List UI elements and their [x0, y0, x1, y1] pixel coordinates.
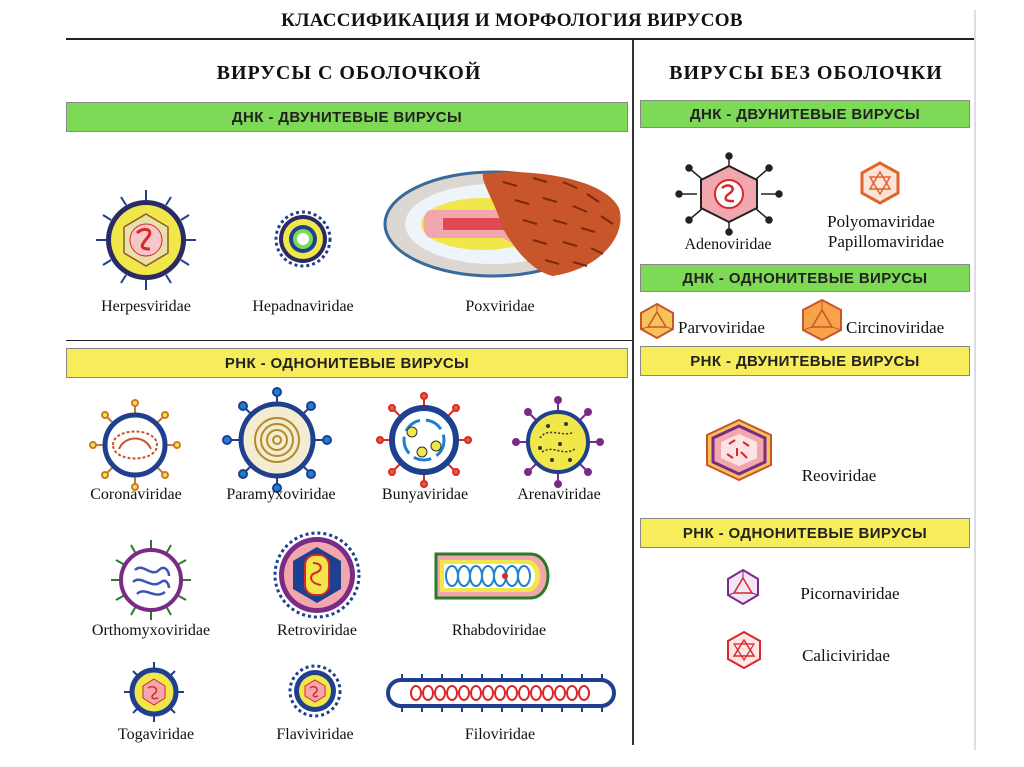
picornaviridae-label: Picornaviridae [800, 584, 900, 603]
page-title: КЛАССИФИКАЦИЯ И МОРФОЛОГИЯ ВИРУСОВ [281, 10, 743, 31]
orthomyxoviridae-illustration [111, 540, 191, 620]
filoviridae-label: Filoviridae [464, 726, 536, 743]
picornaviridae-illustration [727, 568, 759, 606]
caliciviridae-label: Caliciviridae [802, 646, 890, 665]
arenaviridae-label: Arenaviridae [517, 486, 601, 503]
column-divider [632, 40, 634, 745]
poxviridae-illustration [383, 170, 621, 278]
retroviridae-illustration [273, 531, 361, 619]
enveloped-viruses-heading: ВИРУСЫ С ОБОЛОЧКОЙ [216, 62, 482, 84]
coronaviridae-illustration [89, 399, 181, 491]
flaviviridae-illustration [288, 664, 342, 718]
hepadnaviridae-label: Hepadnaviridae [252, 298, 354, 315]
rhabdoviridae-label: Rhabdoviridae [451, 622, 547, 639]
herpesviridae-label: Herpesviridae [101, 298, 191, 315]
adenoviridae-illustration [675, 152, 783, 236]
togaviridae-illustration [124, 662, 184, 722]
adenoviridae-label: Adenoviridae [684, 236, 772, 253]
rna-single-strand-band-right: РНК - ОДНОНИТЕВЫЕ ВИРУСЫ [640, 518, 970, 548]
polyomaviridae-label: Polyomaviridae [827, 212, 935, 231]
polyomaviridae-illustration [860, 161, 900, 205]
paramyxoviridae-illustration [222, 387, 332, 493]
page-border-right [968, 10, 976, 750]
retroviridae-label: Retroviridae [277, 622, 357, 639]
arenaviridae-illustration [512, 396, 604, 488]
reoviridae-illustration [706, 418, 772, 482]
flaviviridae-label: Flaviviridae [276, 726, 354, 743]
hepadnaviridae-illustration [274, 210, 332, 268]
parvoviridae-illustration [640, 302, 674, 340]
rhabdoviridae-illustration [434, 552, 550, 600]
filoviridae-illustration [386, 674, 616, 712]
orthomyxoviridae-label: Orthomyxoviridae [91, 622, 211, 639]
section-divider-left [66, 340, 632, 341]
non-enveloped-viruses-heading: ВИРУСЫ БЕЗ ОБОЛОЧКИ [669, 62, 943, 84]
papillomaviridae-label: Papillomaviridae [827, 232, 945, 251]
parvoviridae-label: Parvoviridae [678, 318, 765, 337]
dna-double-strand-band-right: ДНК - ДВУНИТЕВЫЕ ВИРУСЫ [640, 100, 970, 128]
circinoviridae-label: Circinoviridae [846, 318, 945, 337]
dna-single-strand-band-right: ДНК - ОДНОНИТЕВЫЕ ВИРУСЫ [640, 264, 970, 292]
reoviridae-label: Reoviridae [801, 466, 877, 485]
dna-double-strand-band-left: ДНК - ДВУНИТЕВЫЕ ВИРУСЫ [66, 102, 628, 132]
herpesviridae-illustration [96, 190, 196, 290]
circinoviridae-illustration [802, 298, 842, 342]
title-divider [66, 38, 974, 40]
poxviridae-label: Poxviridae [465, 298, 535, 315]
bunyaviridae-illustration [376, 392, 472, 488]
coronaviridae-label: Coronaviridae [90, 486, 182, 503]
togaviridae-label: Togaviridae [117, 726, 195, 743]
paramyxoviridae-label: Paramyxoviridae [226, 486, 336, 503]
rna-double-strand-band-right: РНК - ДВУНИТЕВЫЕ ВИРУСЫ [640, 346, 970, 376]
caliciviridae-illustration [727, 630, 761, 670]
rna-single-strand-band-left: РНК - ОДНОНИТЕВЫЕ ВИРУСЫ [66, 348, 628, 378]
bunyaviridae-label: Bunyaviridae [381, 486, 469, 503]
